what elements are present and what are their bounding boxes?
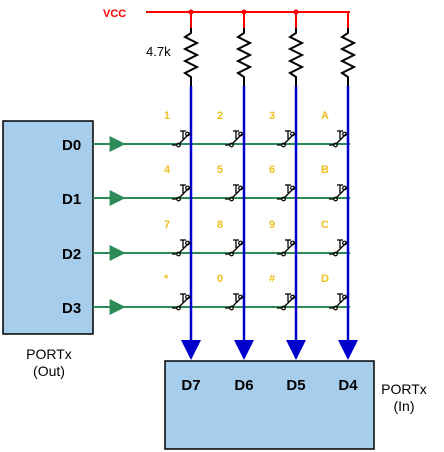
key-switch xyxy=(225,130,244,148)
key-label: D xyxy=(321,273,329,285)
key-label: B xyxy=(321,164,329,176)
key-switch xyxy=(225,239,244,257)
out-port-box xyxy=(2,120,94,335)
vcc-drops xyxy=(190,12,349,28)
resistor-col-2 xyxy=(235,28,253,86)
in-port-label: PORTx xyxy=(381,381,427,397)
key-label: # xyxy=(269,273,275,285)
in-port-direction: (In) xyxy=(394,398,415,414)
key-label: 2 xyxy=(217,110,223,122)
key-switch xyxy=(277,130,296,148)
key-label: 3 xyxy=(269,110,275,122)
out-pin-d1: D1 xyxy=(62,191,81,208)
key-label: 1 xyxy=(164,110,170,122)
key-switch xyxy=(172,184,191,202)
key-switch xyxy=(225,184,244,202)
in-pin-d5: D5 xyxy=(286,377,305,394)
column-lines xyxy=(181,86,358,360)
vcc-junctions xyxy=(188,9,299,15)
key-label: 0 xyxy=(217,273,223,285)
key-switch xyxy=(172,130,191,148)
out-pin-d2: D2 xyxy=(62,246,81,263)
resistor-value-label: 4.7k xyxy=(146,44,171,59)
keypad-switches: 1 2 3 A 4 5 6 B 7 8 9 C * 0 # D xyxy=(164,110,348,311)
out-port-direction: (Out) xyxy=(33,363,65,379)
key-label: 6 xyxy=(269,164,275,176)
resistor-col-4 xyxy=(339,28,357,86)
key-label: 8 xyxy=(217,219,223,231)
key-label: 7 xyxy=(164,219,170,231)
key-switch xyxy=(277,239,296,257)
in-port-box xyxy=(164,360,375,450)
in-pin-d7: D7 xyxy=(181,377,200,394)
key-switch xyxy=(225,293,244,311)
key-label: A xyxy=(321,110,329,122)
key-switch xyxy=(172,239,191,257)
pull-up-resistors xyxy=(182,28,357,86)
key-switch xyxy=(329,130,348,148)
key-label: 5 xyxy=(217,164,223,176)
key-label: 4 xyxy=(164,164,171,176)
resistor-col-3 xyxy=(287,28,305,86)
key-switch xyxy=(172,293,191,311)
key-switch xyxy=(277,184,296,202)
in-pin-d6: D6 xyxy=(234,377,253,394)
key-label: 9 xyxy=(269,219,275,231)
row-lines xyxy=(93,143,350,308)
resistor-col-1 xyxy=(182,28,200,86)
out-port-label: PORTx xyxy=(26,346,72,362)
out-pin-d3: D3 xyxy=(62,300,81,317)
key-switch xyxy=(277,293,296,311)
key-switch xyxy=(329,184,348,202)
out-pin-d0: D0 xyxy=(62,137,81,154)
key-switch xyxy=(329,293,348,311)
key-label: * xyxy=(164,273,169,285)
key-switch xyxy=(329,239,348,257)
row-arrows xyxy=(93,136,126,315)
in-pin-d4: D4 xyxy=(338,377,358,394)
key-label: C xyxy=(321,219,329,231)
vcc-label: VCC xyxy=(103,8,126,20)
